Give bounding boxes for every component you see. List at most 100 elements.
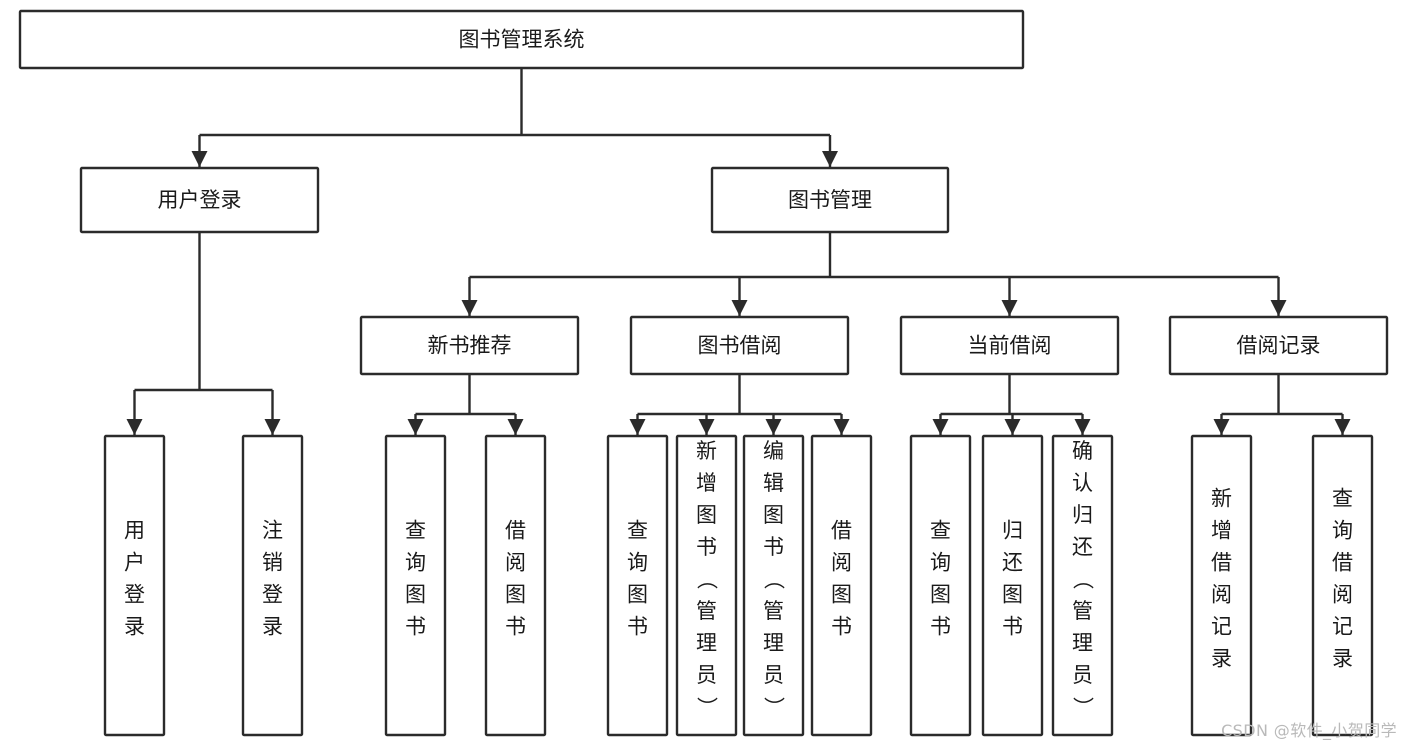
svg-text:书: 书 — [505, 615, 526, 639]
svg-text:录: 录 — [1332, 647, 1353, 671]
svg-text:新: 新 — [1211, 487, 1232, 511]
arrow-head — [264, 419, 281, 435]
svg-text:归: 归 — [1072, 503, 1093, 527]
node-leaf-borrow-book-b[interactable] — [810, 434, 873, 737]
node-new-book-rec-label: 新书推荐 — [428, 334, 512, 358]
node-current-borrow[interactable] — [899, 315, 1120, 376]
svg-text:登: 登 — [262, 583, 283, 607]
arrow-head — [629, 419, 646, 435]
svg-text:查: 查 — [1332, 487, 1353, 511]
arrow-head — [1213, 419, 1230, 435]
svg-text:书: 书 — [1002, 615, 1023, 639]
node-user-login[interactable] — [79, 166, 320, 234]
svg-text:图: 图 — [505, 583, 526, 607]
svg-text:（: （ — [1071, 569, 1095, 590]
node-new-book-rec[interactable] — [359, 315, 580, 376]
node-leaf-add-record[interactable] — [1190, 434, 1253, 737]
svg-text:员: 员 — [1072, 663, 1093, 687]
node-leaf-query-book-rec[interactable] — [384, 434, 447, 737]
node-root-label: 图书管理系统 — [459, 28, 585, 52]
node-leaf-query-book-c[interactable] — [909, 434, 972, 737]
svg-text:理: 理 — [763, 631, 784, 655]
node-leaf-confirm-return[interactable] — [1051, 434, 1114, 737]
arrow-head — [191, 151, 208, 167]
arrow-head — [1001, 300, 1018, 316]
node-leaf-query-book-b[interactable] — [606, 434, 669, 737]
node-book-borrow[interactable] — [629, 315, 850, 376]
svg-text:注: 注 — [262, 519, 283, 543]
svg-text:用: 用 — [124, 519, 145, 543]
svg-text:员: 员 — [696, 663, 717, 687]
node-leaf-query-record[interactable] — [1311, 434, 1374, 737]
svg-text:归: 归 — [1002, 519, 1023, 543]
node-book-manage[interactable] — [710, 166, 950, 234]
arrow-head — [1334, 419, 1351, 435]
node-borrow-record[interactable] — [1168, 315, 1389, 376]
svg-text:户: 户 — [124, 551, 145, 575]
svg-text:阅: 阅 — [831, 551, 852, 575]
svg-text:）: ） — [695, 697, 719, 718]
svg-text:书: 书 — [930, 615, 951, 639]
svg-text:增: 增 — [696, 471, 717, 495]
svg-text:借: 借 — [1211, 551, 1232, 575]
svg-text:借: 借 — [505, 519, 526, 543]
svg-text:认: 认 — [1072, 471, 1093, 495]
svg-text:录: 录 — [124, 615, 145, 639]
arrow-head — [932, 419, 949, 435]
node-book-borrow-label: 图书借阅 — [698, 334, 782, 358]
svg-text:询: 询 — [627, 551, 648, 575]
svg-text:阅: 阅 — [1332, 583, 1353, 607]
arrow-head — [407, 419, 424, 435]
node-user-login-label: 用户登录 — [158, 188, 242, 212]
svg-text:还: 还 — [1002, 551, 1023, 575]
arrow-head — [507, 419, 524, 435]
node-leaf-add-book[interactable] — [675, 434, 738, 737]
svg-text:书: 书 — [405, 615, 426, 639]
svg-text:管: 管 — [1072, 599, 1093, 623]
node-layer — [18, 9, 1389, 737]
arrow-head — [1074, 419, 1091, 435]
svg-text:询: 询 — [1332, 519, 1353, 543]
svg-text:图: 图 — [405, 583, 426, 607]
node-root[interactable] — [18, 9, 1025, 70]
svg-text:增: 增 — [1211, 519, 1232, 543]
svg-text:新: 新 — [696, 439, 717, 463]
node-leaf-user-login[interactable] — [103, 434, 166, 737]
svg-text:（: （ — [762, 569, 786, 590]
svg-text:图: 图 — [1002, 583, 1023, 607]
arrow-head — [1270, 300, 1287, 316]
svg-text:查: 查 — [405, 519, 426, 543]
svg-text:阅: 阅 — [505, 551, 526, 575]
svg-text:书: 书 — [696, 535, 717, 559]
arrow-head — [731, 300, 748, 316]
svg-text:书: 书 — [627, 615, 648, 639]
node-leaf-edit-book[interactable] — [742, 434, 805, 737]
svg-text:图: 图 — [696, 503, 717, 527]
node-leaf-borrow-book-rec[interactable] — [484, 434, 547, 737]
svg-text:录: 录 — [262, 615, 283, 639]
node-leaf-return-book[interactable] — [981, 434, 1044, 737]
svg-text:图: 图 — [930, 583, 951, 607]
arrow-head — [126, 419, 143, 435]
svg-text:图: 图 — [763, 503, 784, 527]
svg-text:书: 书 — [831, 615, 852, 639]
node-leaf-logout[interactable] — [241, 434, 304, 737]
svg-text:记: 记 — [1332, 615, 1353, 639]
label-layer: 图书管理系统用户登录图书管理新书推荐图书借阅当前借阅借阅记录用户登录注销登录查询… — [124, 28, 1353, 718]
svg-text:图: 图 — [627, 583, 648, 607]
svg-text:）: ） — [762, 697, 786, 718]
svg-text:阅: 阅 — [1211, 583, 1232, 607]
svg-text:理: 理 — [1072, 631, 1093, 655]
node-borrow-record-label: 借阅记录 — [1237, 334, 1321, 358]
